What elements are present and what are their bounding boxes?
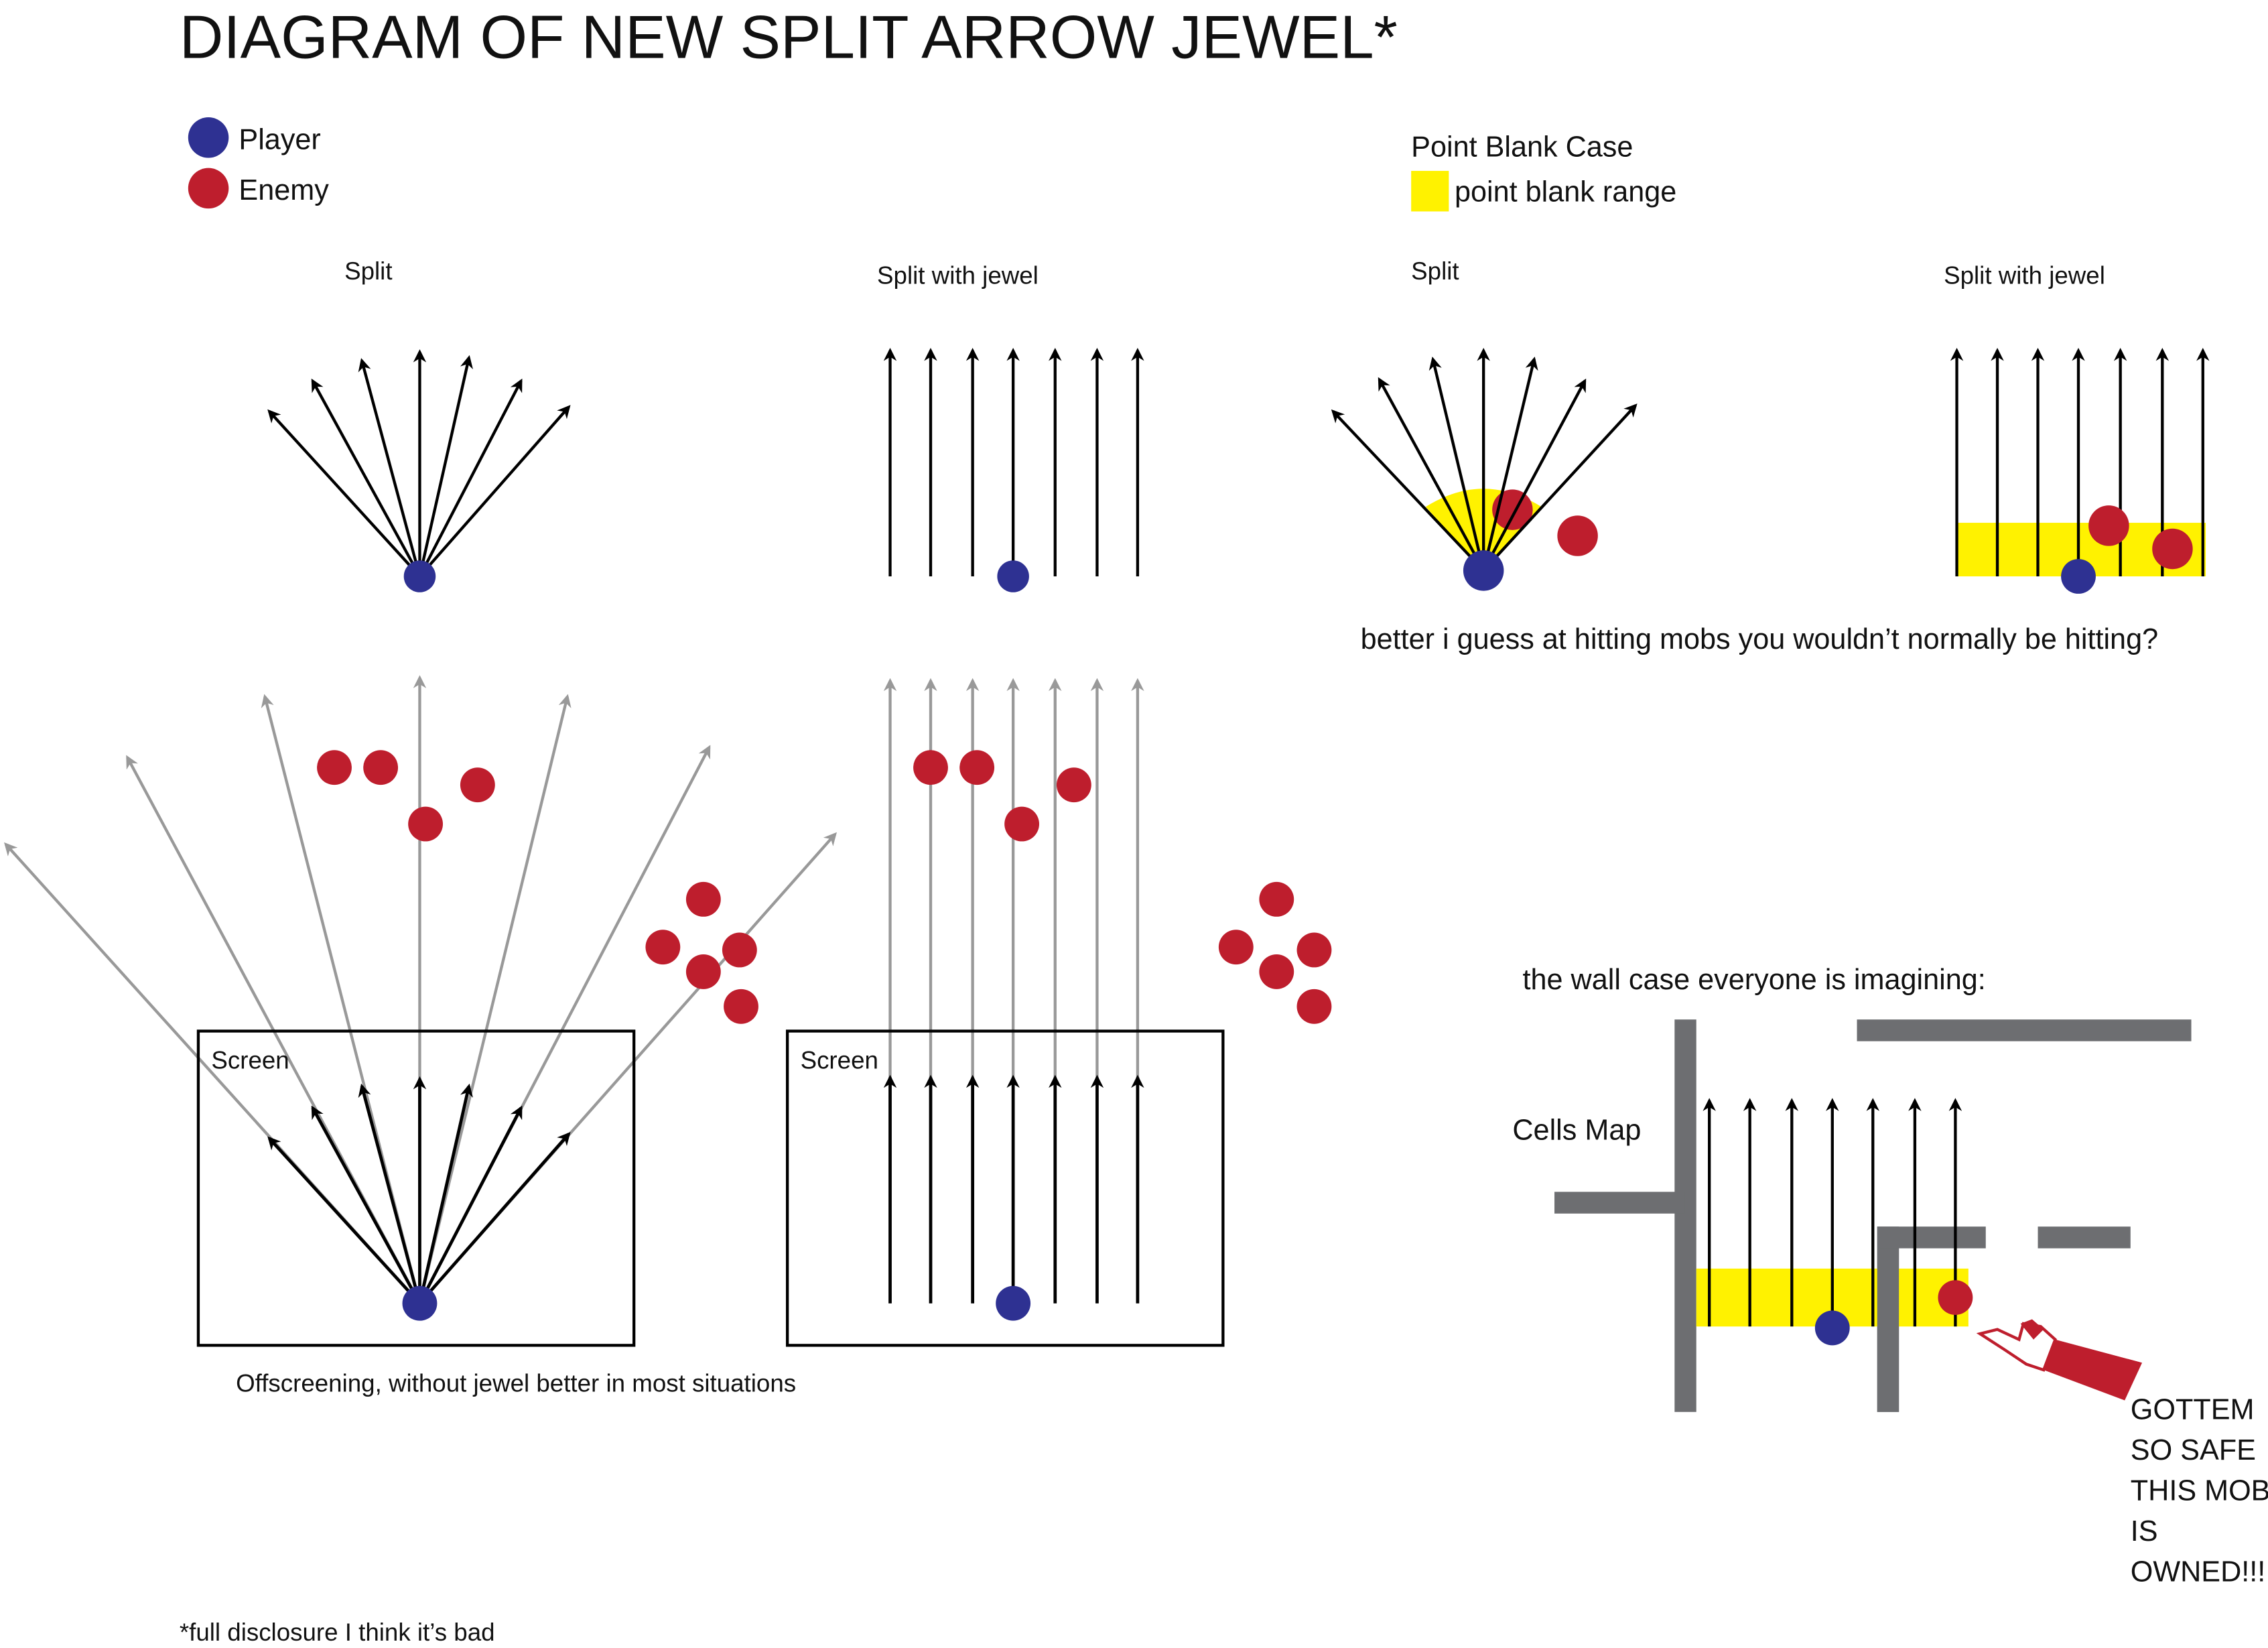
enemy-marker [317,750,352,785]
player-marker [997,560,1029,592]
player-marker [996,1285,1031,1321]
arrow [1331,409,1485,572]
gotcha-line: GOTTEM [2131,1394,2255,1426]
arrow [267,1136,421,1305]
arrow [418,1105,523,1304]
player-marker [403,560,436,592]
offscreen-split-arrows [267,1076,571,1305]
pb-split-arrows [1331,348,1638,572]
point-blank-swatch [1411,170,1449,212]
gotcha-line: IS [2131,1515,2158,1547]
offscreen-jewel-arrows [883,1074,1144,1304]
wall [1554,1192,1685,1214]
enemy-legend-label: Enemy [239,174,329,206]
arrow [418,1131,571,1305]
wall-case-arrows [1703,1098,1962,1327]
arrow [1482,357,1538,571]
point-blank-legend: Point Blank Case point blank range [1411,131,1676,212]
player-legend-label: Player [239,124,320,156]
enemy-group [317,750,758,1024]
player-marker [2061,559,2096,594]
offscreen-caption: Offscreening, without jewel better in mo… [236,1370,796,1397]
screen-frame [785,1029,1225,1347]
point-blank-heading: Point Blank Case [1411,131,1633,163]
legend: Player Enemy [188,117,329,209]
footnote: *full disclosure I think it’s bad [180,1619,495,1646]
enemy-marker [959,750,995,785]
pointing-hand-icon [1976,1319,2143,1401]
point-blank-caption: better i guess at hitting mobs you would… [1361,623,2159,655]
wall [1674,1019,1696,1412]
enemy-legend-swatch [188,168,229,209]
arrow [358,1083,421,1304]
enemy-marker [1004,806,1040,842]
arrow [418,694,572,1304]
player-marker [1463,550,1504,591]
enemy-marker [1259,881,1294,917]
player-legend-swatch [188,117,229,158]
arrow [418,378,523,577]
enemy-marker [724,989,758,1024]
arrow [267,409,421,578]
wall-case-heading: the wall case everyone is imagining: [1523,964,1986,996]
arrow [311,1105,421,1304]
screen-label: Screen [801,1047,878,1074]
enemy-group [913,750,1332,1024]
arrow [311,378,421,578]
arrow [1482,378,1587,572]
arrow [418,355,473,577]
player-marker [402,1285,438,1321]
enemy-marker [1938,1280,1973,1316]
wall [2038,1226,2131,1249]
arrow [418,1083,473,1304]
gotcha-text: GOTTEM SO SAFE THIS MOB IS OWNED!!! [2131,1394,2268,1588]
screen-frame [196,1029,636,1347]
wall [1857,1019,2192,1041]
enemy-marker [2088,505,2129,546]
page-title: DIAGRAM OF NEW SPLIT ARROW JEWEL* [180,3,1398,71]
enemy-marker [363,750,399,785]
arrow [1378,377,1485,572]
gotcha-line: SO SAFE [2131,1434,2256,1466]
split-jewel-arrows [883,348,1144,577]
screen-label: Screen [211,1047,289,1074]
enemy-marker [1557,515,1598,556]
pb-split-panel-label: Split [1411,257,1459,285]
arrow [358,358,421,577]
split-jewel-panel-label: Split with jewel [877,262,1039,290]
enemy-marker [722,932,757,968]
arrow [1428,357,1485,571]
cells-map-label: Cells Map [1512,1115,1641,1147]
player-marker [1814,1310,1850,1346]
enemy-marker [645,930,681,965]
point-blank-range-label: point blank range [1455,176,1676,208]
pb-split-jewel-panel-label: Split with jewel [1944,262,2105,290]
wall [1877,1248,1899,1412]
arrow [418,405,571,578]
enemy-marker [1218,930,1254,965]
arrow [1482,403,1638,572]
enemy-marker [685,881,721,917]
enemy-marker [913,750,948,785]
enemy-marker [408,806,444,842]
pb-split-jewel-arrows [1950,348,2210,577]
enemy-marker [1296,932,1332,968]
split-fan-arrows [267,349,571,578]
gotcha-line: OWNED!!! [2131,1556,2266,1588]
enemy-marker [460,767,495,803]
enemy-marker [1056,767,1091,803]
gotcha-line: THIS MOB [2131,1475,2268,1507]
enemy-marker [685,954,721,989]
enemy-marker [1296,989,1332,1024]
enemy-marker [1259,954,1294,989]
split-panel-label: Split [344,257,392,285]
enemy-marker [2152,528,2193,570]
